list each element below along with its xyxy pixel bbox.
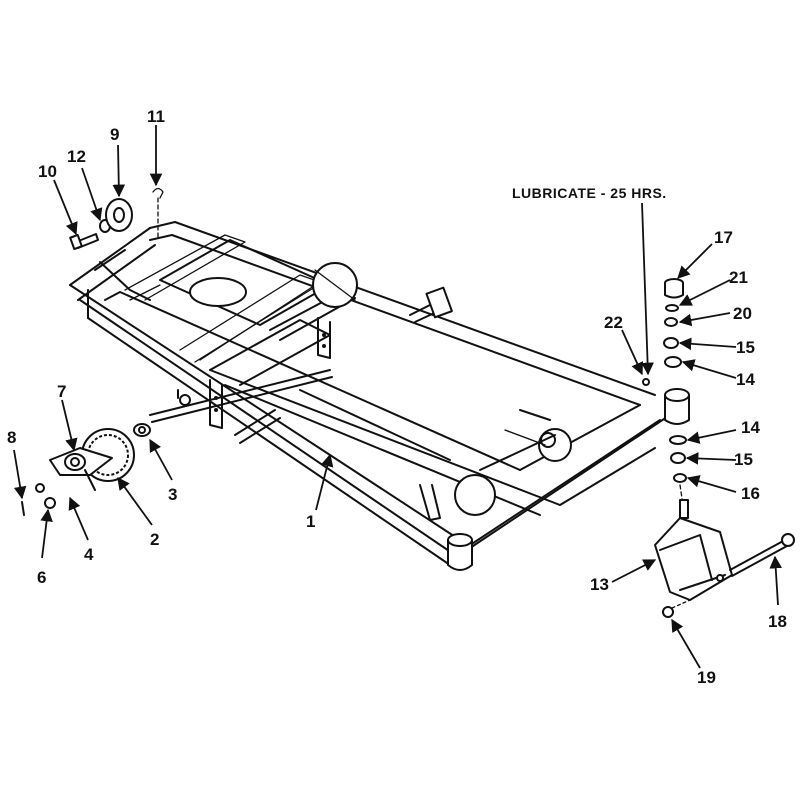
callout-19: 19 bbox=[697, 668, 716, 687]
callout-9: 9 bbox=[110, 125, 119, 144]
callout-12: 12 bbox=[67, 147, 86, 166]
callout-1: 1 bbox=[306, 512, 315, 531]
callout-22: 22 bbox=[604, 313, 623, 332]
callout-7: 7 bbox=[57, 382, 66, 401]
callout-13: 13 bbox=[590, 575, 609, 594]
callout-11: 11 bbox=[147, 107, 165, 126]
callout-2: 2 bbox=[150, 530, 159, 549]
sprocket-assembly bbox=[21, 423, 151, 516]
callout-20: 20 bbox=[733, 304, 752, 323]
caster-assembly bbox=[642, 278, 795, 618]
callout-16: 16 bbox=[741, 484, 760, 503]
callout-6: 6 bbox=[37, 568, 46, 587]
lubrication-note: LUBRICATE - 25 HRS. bbox=[512, 185, 667, 201]
callout-17: 17 bbox=[714, 228, 733, 247]
callout-4: 4 bbox=[84, 545, 94, 564]
callout-14-lower: 14 bbox=[741, 418, 760, 437]
callout-8: 8 bbox=[7, 428, 16, 447]
callout-21: 21 bbox=[729, 268, 748, 287]
callout-10: 10 bbox=[38, 162, 57, 181]
callout-14-upper: 14 bbox=[736, 370, 755, 389]
callout-15-upper: 15 bbox=[736, 338, 755, 357]
leader-lines bbox=[13, 125, 782, 669]
callout-15-lower: 15 bbox=[734, 450, 753, 469]
idler-assembly bbox=[69, 187, 164, 251]
callout-18: 18 bbox=[768, 612, 787, 631]
callout-3: 3 bbox=[168, 485, 177, 504]
main-frame bbox=[69, 221, 690, 571]
